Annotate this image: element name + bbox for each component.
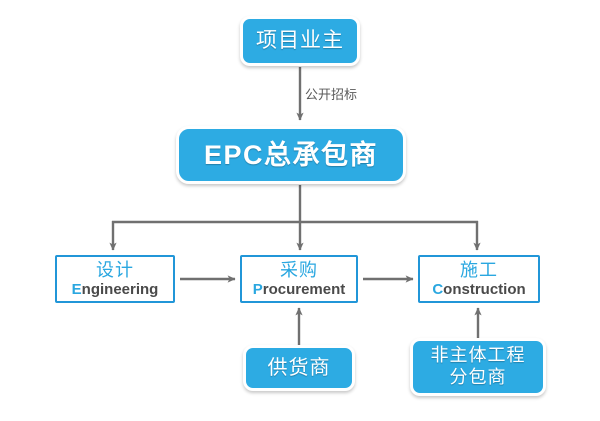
- node-subcontractor-line1: 非主体工程: [430, 345, 526, 366]
- node-construction[interactable]: 施工 Construction: [418, 255, 540, 303]
- node-procurement-label-en: Procurement: [253, 281, 346, 298]
- node-epc-label: EPC总承包商: [203, 139, 379, 170]
- node-engineering-rest: ngineering: [81, 280, 159, 298]
- node-engineering-initial: E: [71, 280, 82, 298]
- node-project-owner-label: 项目业主: [256, 29, 344, 53]
- node-construction-label-en: Construction: [432, 281, 525, 298]
- node-procurement-label-cn: 采购: [280, 259, 318, 280]
- node-construction-label-cn: 施工: [460, 259, 498, 280]
- node-subcontractor[interactable]: 非主体工程分包商: [410, 338, 546, 396]
- node-engineering-label-en: Engineering: [72, 281, 159, 298]
- node-procurement-initial: P: [252, 280, 263, 298]
- edge-label-public-bidding: 公开招标: [305, 87, 358, 102]
- edge-epc-to-stage-bus: [112, 185, 478, 224]
- node-subcontractor-label: 非主体工程分包商: [431, 345, 526, 389]
- node-supplier[interactable]: 供货商: [243, 345, 355, 391]
- node-construction-rest: onstruction: [443, 280, 526, 298]
- node-project-owner[interactable]: 项目业主: [240, 16, 360, 66]
- node-epc-general-contractor[interactable]: EPC总承包商: [176, 126, 406, 184]
- node-engineering[interactable]: 设计 Engineering: [55, 255, 175, 303]
- node-procurement[interactable]: 采购 Procurement: [240, 255, 358, 303]
- node-construction-initial: C: [432, 280, 444, 298]
- node-supplier-label: 供货商: [267, 356, 331, 379]
- node-subcontractor-line2: 分包商: [449, 367, 507, 387]
- node-procurement-rest: rocurement: [262, 280, 346, 298]
- node-engineering-label-cn: 设计: [96, 259, 134, 280]
